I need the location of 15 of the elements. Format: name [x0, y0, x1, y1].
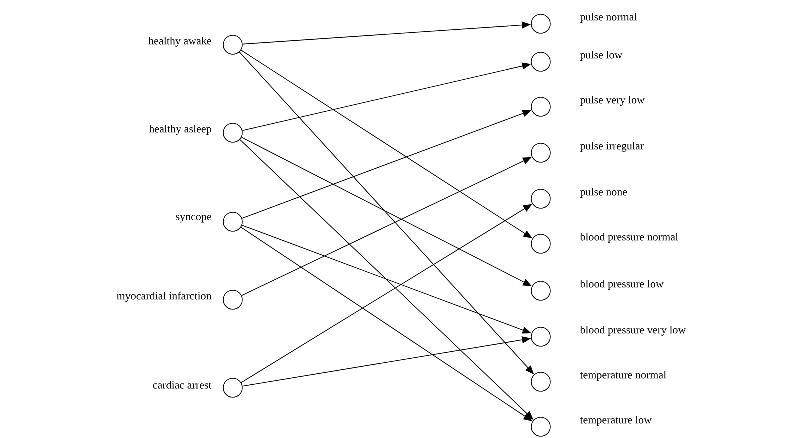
- node-label: blood pressure very low: [580, 326, 686, 336]
- node-label: healthy awake: [148, 37, 212, 47]
- node-label: blood pressure normal: [580, 233, 678, 243]
- node-label: pulse none: [580, 188, 628, 198]
- node-label: healthy asleep: [149, 125, 212, 135]
- node-label: pulse low: [580, 51, 623, 61]
- node-label: cardiac arrest: [153, 381, 212, 389]
- node-label: temperature low: [580, 416, 652, 426]
- node-label: pulse irregular: [580, 142, 644, 152]
- node-label: blood pressure low: [580, 280, 664, 290]
- node-label: syncope: [176, 215, 212, 223]
- node-label: myocardial infarction: [117, 292, 212, 302]
- node-label: pulse normal: [580, 13, 638, 23]
- node-label: pulse very low: [580, 96, 645, 106]
- node-label: temperature normal: [580, 371, 666, 381]
